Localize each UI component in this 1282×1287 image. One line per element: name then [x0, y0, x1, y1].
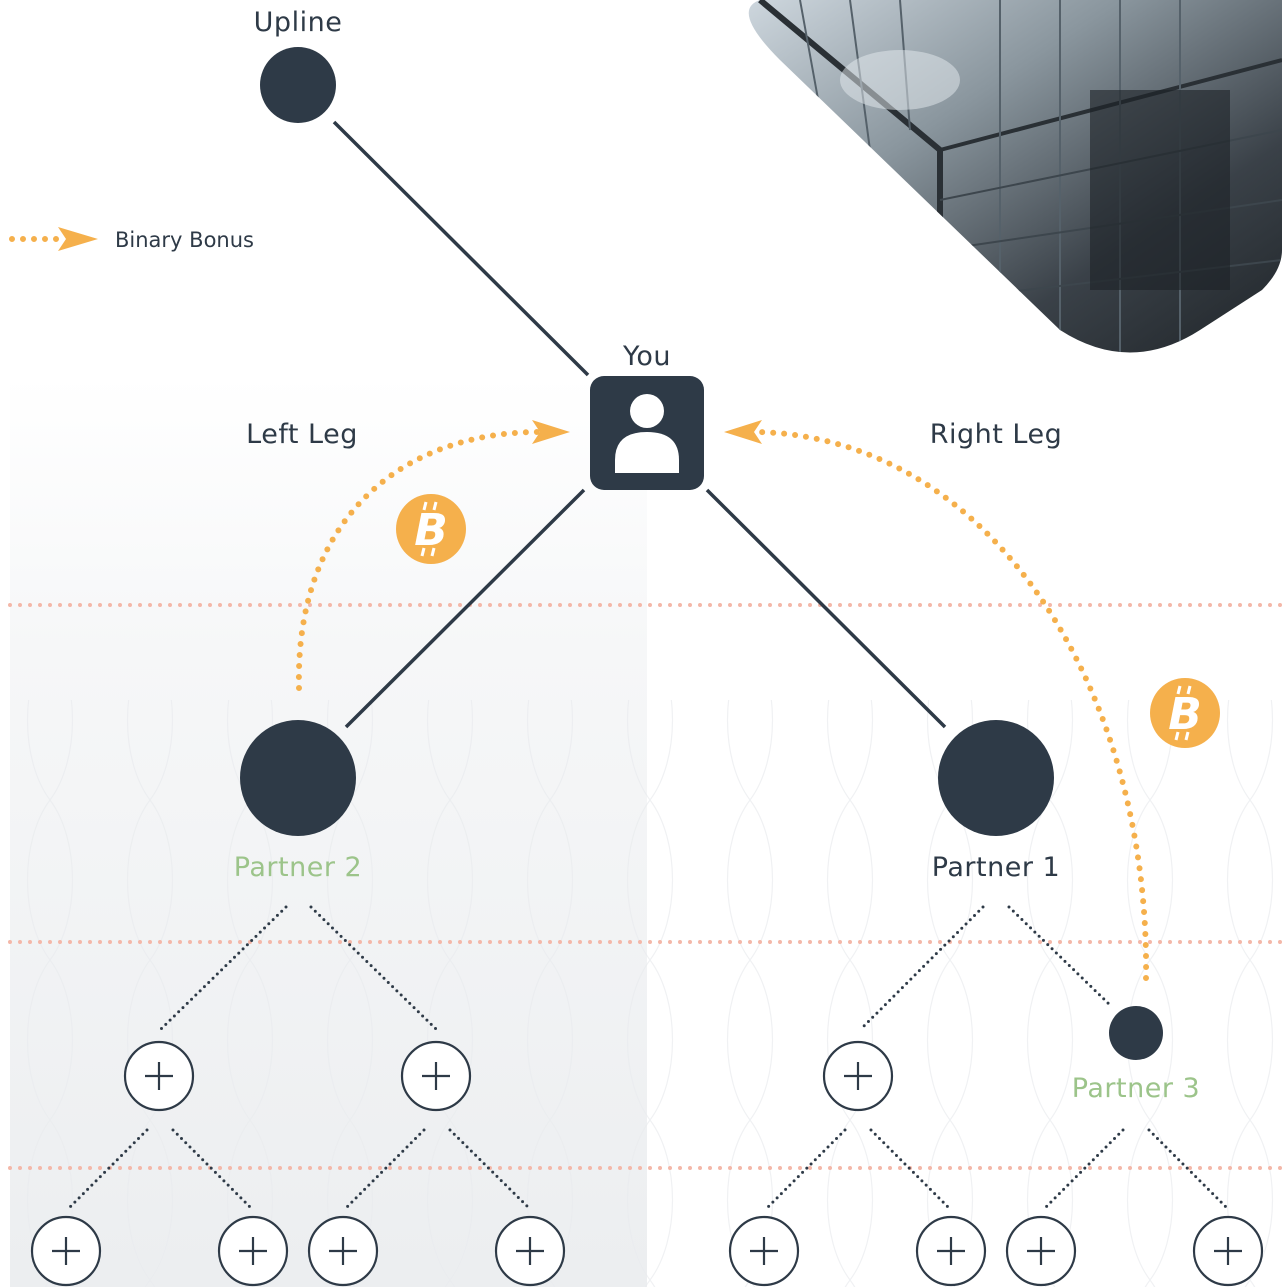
svg-text:B: B [414, 505, 448, 556]
connector-upline-you [332, 120, 590, 377]
empty-slot-node[interactable] [400, 1040, 472, 1112]
upline-label: Upline [254, 7, 343, 38]
bonus-arrowhead-right [724, 420, 762, 444]
legend-label: Binary Bonus [115, 228, 254, 252]
right-leg-label: Right Leg [930, 419, 1063, 450]
empty-slot-node[interactable] [822, 1040, 894, 1112]
empty-slot-node[interactable] [1005, 1215, 1077, 1287]
background-pattern [10, 700, 1282, 1287]
partner3-label: Partner 3 [1072, 1073, 1200, 1104]
empty-slot-node[interactable] [1192, 1215, 1264, 1287]
partner2-node [240, 720, 356, 836]
bitcoin-icon: B [396, 494, 466, 564]
empty-slot-node[interactable] [30, 1215, 102, 1287]
svg-text:B: B [1168, 689, 1202, 740]
user-icon [615, 394, 679, 473]
empty-slot-node[interactable] [494, 1215, 566, 1287]
empty-slot-node[interactable] [307, 1215, 379, 1287]
bitcoin-icon: B [1150, 678, 1220, 748]
bonus-arc-left [295, 429, 543, 691]
legend: Binary Bonus [9, 227, 254, 252]
empty-slot-node[interactable] [728, 1215, 800, 1287]
connector-you-partner1 [705, 488, 947, 729]
you-label: You [622, 341, 671, 372]
left-leg-label: Left Leg [246, 419, 358, 450]
connector-you-partner2 [344, 488, 586, 729]
building-photo [748, 0, 1282, 353]
empty-slot-node[interactable] [915, 1215, 987, 1287]
dotted-connectors [66, 905, 1230, 1211]
upline-node [260, 47, 336, 123]
bonus-arrowhead-left [532, 420, 570, 444]
partner3-node [1109, 1006, 1163, 1060]
partner1-label: Partner 1 [932, 852, 1060, 883]
you-node [590, 376, 704, 490]
bonus-arc-right [757, 429, 1150, 981]
empty-slot-node[interactable] [217, 1215, 289, 1287]
empty-slot-node[interactable] [123, 1040, 195, 1112]
partner2-label: Partner 2 [234, 852, 362, 883]
partner1-node [938, 720, 1054, 836]
